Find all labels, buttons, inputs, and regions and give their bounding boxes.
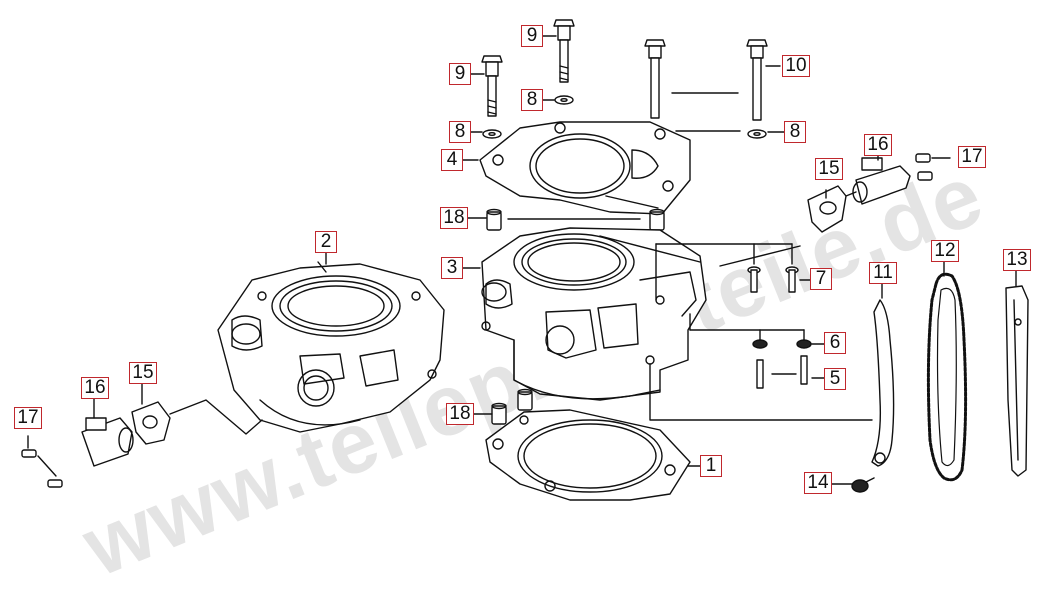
callout-9-left[interactable]: 9	[449, 63, 471, 85]
callout-7[interactable]: 7	[810, 268, 832, 290]
base-gasket-1	[485, 409, 691, 501]
callout-18-lower[interactable]: 18	[446, 403, 474, 425]
head-gasket-4	[479, 121, 691, 215]
callout-12[interactable]: 12	[931, 240, 959, 262]
long-bolt-9-left	[481, 55, 503, 117]
callout-17-right[interactable]: 17	[958, 146, 986, 168]
tensioner-16-left	[81, 417, 134, 467]
callout-4[interactable]: 4	[441, 149, 463, 171]
stud-5-right	[800, 355, 808, 385]
dowel-pin-18-upper-left	[486, 208, 502, 231]
nut-6-left	[752, 339, 768, 349]
callout-17-left[interactable]: 17	[14, 407, 42, 429]
chain-guide-11	[871, 299, 895, 467]
washer-8-left	[482, 129, 502, 139]
callout-3[interactable]: 3	[441, 257, 463, 279]
callout-16-left[interactable]: 16	[81, 377, 109, 399]
dowel-pin-18-lower-b	[517, 388, 533, 411]
callout-10[interactable]: 10	[782, 55, 810, 77]
callout-15-left[interactable]: 15	[129, 362, 157, 384]
tensioner-gasket-15-left	[131, 401, 171, 445]
callout-1[interactable]: 1	[700, 455, 722, 477]
callout-2[interactable]: 2	[315, 231, 337, 253]
washer-8-right	[747, 129, 767, 139]
callout-9-top[interactable]: 9	[521, 25, 543, 47]
callout-8-right[interactable]: 8	[784, 121, 806, 143]
callout-15-right[interactable]: 15	[815, 158, 843, 180]
callout-8-left[interactable]: 8	[449, 121, 471, 143]
stud-5-left	[756, 359, 764, 389]
bolt-7-right	[785, 266, 799, 293]
cylinder-assembly-drawing	[21, 19, 1029, 501]
bolt-17-left-a	[21, 449, 37, 458]
long-bolt-10	[746, 39, 768, 121]
chain-guide-13	[1005, 285, 1029, 477]
dowel-pin-18-upper-right	[649, 208, 665, 231]
callout-14[interactable]: 14	[804, 472, 832, 494]
long-bolt-mid	[644, 39, 666, 119]
tensioner-16-right	[852, 157, 911, 205]
bolt-14	[851, 477, 875, 493]
tensioner-gasket-15-right	[807, 185, 847, 233]
callout-6[interactable]: 6	[824, 332, 846, 354]
bolt-7-left	[747, 266, 761, 293]
nut-6-right	[796, 339, 812, 349]
long-bolt-9-top	[553, 19, 575, 83]
bolt-17-right-a	[915, 153, 931, 163]
callout-13[interactable]: 13	[1003, 249, 1031, 271]
washer-8-top	[554, 95, 574, 105]
callout-8-top[interactable]: 8	[521, 89, 543, 111]
timing-chain-12	[926, 272, 968, 482]
bolt-17-left-b	[47, 479, 63, 488]
callout-11[interactable]: 11	[869, 262, 897, 284]
cylinder-3	[481, 227, 707, 401]
exploded-parts-diagram: www.teileplatz-teile.de	[14, 19, 1031, 595]
bolt-17-right-b	[917, 171, 933, 181]
dowel-pin-18-lower-a	[491, 402, 507, 425]
callout-5[interactable]: 5	[824, 368, 846, 390]
cylinder-2	[217, 261, 445, 433]
callout-16-right[interactable]: 16	[864, 134, 892, 156]
callout-18-upper[interactable]: 18	[440, 207, 468, 229]
